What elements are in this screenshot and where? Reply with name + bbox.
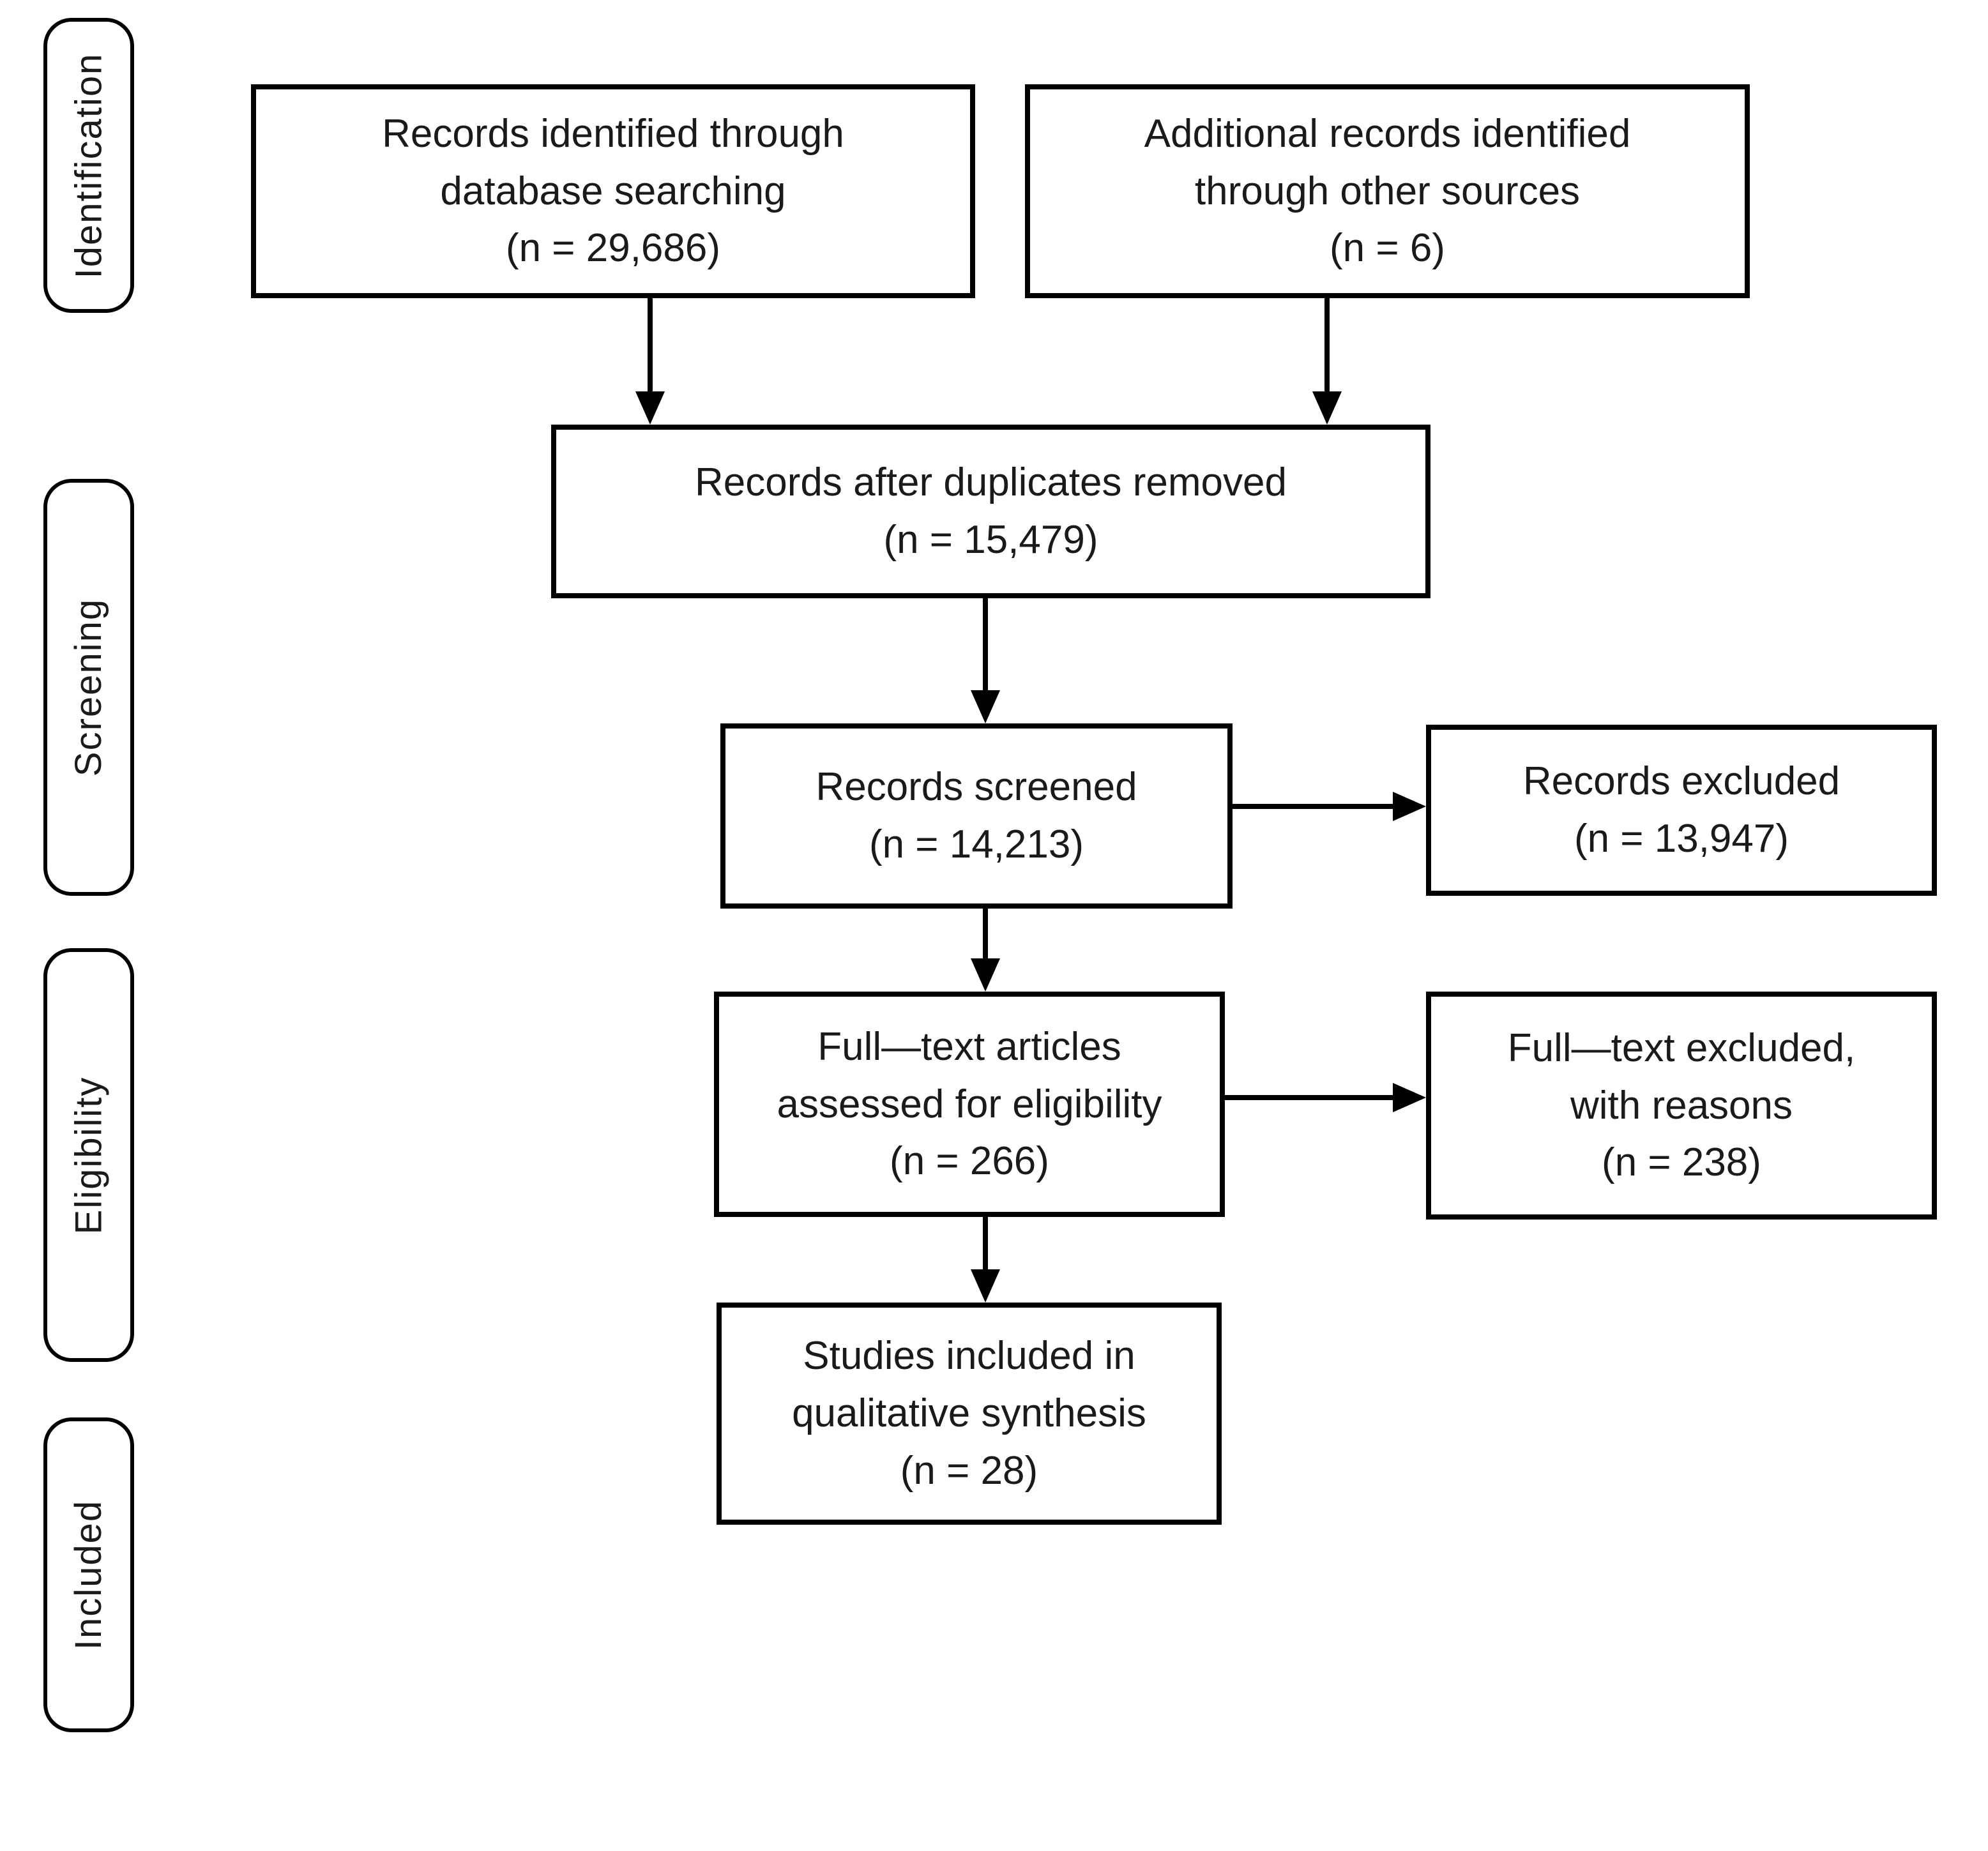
box-additional-records: Additional records identified through ot… — [1025, 84, 1750, 298]
box-after-duplicates: Records after duplicates removed (n = 15… — [551, 425, 1430, 598]
box-records-identified-text: Records identified through database sear… — [382, 111, 844, 271]
stage-label-included-text: Included — [68, 1499, 110, 1651]
arrow-screened-to-excluded — [1233, 792, 1426, 821]
box-fulltext-assessed-text: Full—text articles assessed for eligibil… — [777, 1024, 1162, 1184]
box-additional-records-text: Additional records identified through ot… — [1144, 111, 1631, 271]
stage-label-screening-text: Screening — [68, 598, 110, 777]
box-records-excluded: Records excluded (n = 13,947) — [1426, 725, 1937, 896]
box-after-duplicates-text: Records after duplicates removed (n = 15… — [694, 460, 1287, 562]
arrow-duplicates-to-screened — [971, 598, 1000, 723]
arrow-additional-to-duplicates — [1312, 298, 1342, 425]
arrow-fulltext-to-excluded — [1225, 1083, 1426, 1112]
box-studies-included-text: Studies included in qualitative synthesi… — [792, 1334, 1146, 1493]
stage-label-eligibility-text: Eligibility — [68, 1076, 110, 1234]
box-records-identified: Records identified through database sear… — [251, 84, 975, 298]
stage-label-identification-text: Identification — [68, 52, 110, 278]
box-records-screened-text: Records screened (n = 14,213) — [816, 765, 1137, 866]
stage-label-identification: Identification — [43, 18, 134, 313]
stage-label-included: Included — [43, 1417, 134, 1732]
arrow-screened-to-fulltext — [971, 909, 1000, 992]
box-fulltext-excluded-text: Full—text excluded, with reasons (n = 23… — [1507, 1025, 1856, 1185]
stage-label-screening: Screening — [43, 479, 134, 896]
box-fulltext-excluded: Full—text excluded, with reasons (n = 23… — [1426, 992, 1937, 1220]
arrow-identified-to-duplicates — [635, 298, 665, 425]
stage-label-eligibility: Eligibility — [43, 948, 134, 1362]
box-fulltext-assessed: Full—text articles assessed for eligibil… — [714, 992, 1225, 1217]
box-records-screened: Records screened (n = 14,213) — [720, 723, 1233, 909]
box-records-excluded-text: Records excluded (n = 13,947) — [1522, 759, 1840, 861]
arrow-fulltext-to-included — [971, 1217, 1000, 1303]
box-studies-included: Studies included in qualitative synthesi… — [717, 1303, 1222, 1525]
